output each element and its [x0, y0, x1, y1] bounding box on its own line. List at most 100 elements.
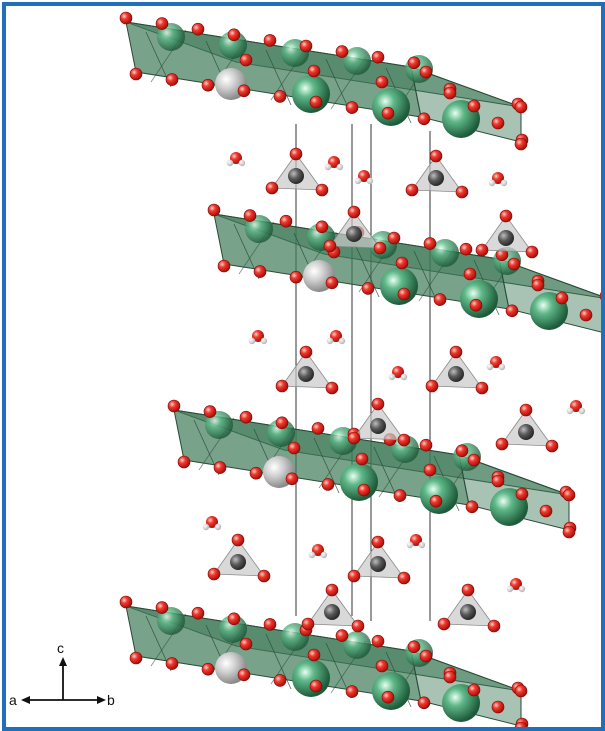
oxygen-atom: [347, 431, 361, 445]
hydrogen-atom: [388, 373, 396, 381]
oxygen-atom: [325, 276, 339, 290]
octahedron-edge: [353, 241, 380, 298]
metal-atom-green: [267, 419, 295, 447]
carbon-atom: [288, 168, 304, 184]
oxygen-atom: [227, 612, 241, 626]
oxygen-atom: [429, 149, 443, 163]
oxygen-atom: [579, 308, 593, 322]
oxygen-atom: [514, 684, 528, 698]
oxygen-atom: [395, 256, 409, 270]
water-molecule: [226, 152, 246, 167]
carbonate-group: [347, 535, 411, 585]
oxygen-atom: [475, 381, 489, 395]
oxygen-atom: [335, 629, 349, 642]
metal-atom-green: [157, 607, 185, 635]
oxygen-atom: [487, 619, 501, 633]
hydrogen-atom: [214, 523, 222, 531]
hydrogen-atom: [366, 177, 374, 185]
oxygen-atom: [237, 668, 251, 682]
hydrogen-atom: [338, 337, 346, 345]
oxygen-atom: [375, 659, 389, 673]
oxygen-atom: [469, 298, 483, 312]
c-axis-label: c: [57, 640, 64, 656]
oxygen-atom: [423, 237, 437, 250]
oxygen-atom: [392, 366, 404, 378]
oxygen-atom: [562, 525, 576, 539]
oxygen-atom: [307, 64, 321, 78]
oxygen-atom: [273, 674, 287, 687]
oxygen-atom: [155, 17, 169, 30]
oxygen-atom: [510, 578, 522, 590]
oxygen-atom: [301, 617, 315, 631]
oxygen-atom: [467, 453, 481, 467]
metal-atom-green: [292, 75, 330, 113]
water-molecule: [248, 330, 268, 345]
oxygen-atom: [555, 291, 569, 305]
oxygen-atom: [217, 259, 231, 273]
carbon-atom: [346, 226, 362, 242]
oxygen-atom: [417, 696, 431, 710]
water-molecule: [326, 330, 346, 345]
oxygen-atom: [273, 90, 287, 103]
octahedral-layer: [207, 203, 601, 333]
hydrogen-atom: [418, 541, 426, 549]
water-molecule: [324, 156, 344, 171]
hydrogen-atom: [566, 407, 574, 415]
oxygen-atom: [275, 416, 289, 430]
carbonate-group: [275, 345, 339, 395]
carbonate-group: [425, 345, 489, 395]
carbon-atom: [324, 604, 340, 620]
oxygen-atom: [419, 438, 433, 452]
crystal-structure-diagram: c a b: [9, 11, 601, 727]
metal-atom-green: [420, 476, 458, 514]
carbonate-group: [347, 397, 411, 447]
oxygen-atom: [455, 444, 469, 458]
metal-atom-green: [372, 672, 410, 710]
carbon-atom: [460, 604, 476, 620]
carbon-atom: [518, 424, 534, 440]
axis-indicator: c a b: [9, 640, 115, 708]
hydrogen-atom: [354, 177, 362, 185]
oxygen-atom: [361, 282, 375, 295]
oxygen-atom: [239, 637, 253, 651]
oxygen-atom: [177, 455, 191, 469]
oxygen-atom: [312, 544, 324, 556]
oxygen-atom: [265, 181, 279, 195]
oxygen-atom: [167, 399, 181, 413]
oxygen-atom: [417, 112, 431, 126]
oxygen-atom: [371, 50, 385, 64]
octahedral-layer: [167, 399, 577, 539]
oxygen-atom: [465, 500, 479, 514]
metal-atom-green: [372, 88, 410, 126]
carbonate-group: [207, 533, 271, 583]
oxygen-atom: [355, 452, 369, 466]
oxygen-atom: [239, 410, 253, 424]
carbonate-group: [301, 583, 365, 633]
oxygen-atom: [570, 400, 582, 412]
oxygen-atom: [531, 278, 545, 292]
oxygen-atom: [325, 381, 339, 395]
hydrogen-atom: [226, 159, 234, 167]
oxygen-atom: [507, 257, 521, 271]
oxygen-atom: [165, 657, 179, 670]
oxygen-atom: [467, 683, 481, 697]
oxygen-atom: [119, 595, 133, 609]
oxygen-atom: [443, 670, 457, 684]
oxygen-atom: [495, 437, 509, 451]
oxygen-atom: [351, 619, 365, 633]
oxygen-atom: [279, 214, 293, 228]
carbon-atom: [298, 366, 314, 382]
hydrogen-atom: [486, 363, 494, 371]
oxygen-atom: [206, 516, 218, 528]
oxygen-atom: [419, 65, 433, 79]
metal-atom-green: [380, 267, 418, 305]
oxygen-atom: [263, 34, 277, 47]
metal-atom-green: [340, 463, 378, 501]
hydrogen-atom: [248, 337, 256, 345]
carbonate-group: [265, 147, 329, 197]
hydrogen-atom: [400, 373, 408, 381]
oxygen-atom: [325, 583, 339, 597]
oxygen-atom: [315, 220, 329, 234]
oxygen-atom: [289, 270, 303, 284]
a-axis-arrowhead: [21, 696, 30, 704]
